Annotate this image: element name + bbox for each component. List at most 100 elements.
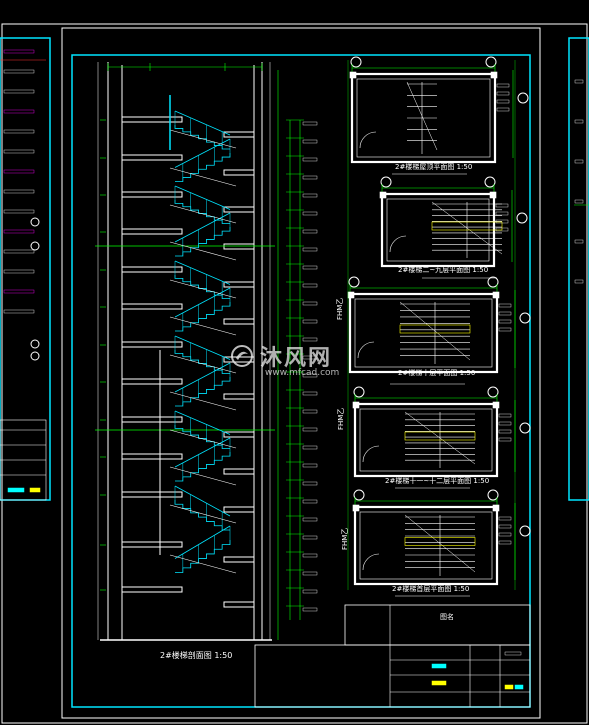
left-sheet-text-stub-8: [3, 209, 35, 214]
landing-slab-right-5: [223, 318, 255, 325]
stair-slab-outline-0: [169, 129, 237, 149]
section-level-text-stub: [302, 373, 318, 378]
section-level-text-stub: [302, 571, 318, 576]
left-sheet-bubble-3: [30, 351, 40, 361]
title-block-yellow-swatch: [431, 680, 447, 686]
plan-door-swing-1: [389, 235, 407, 253]
plan-column-r-1: [489, 191, 497, 199]
section-level-text-stub: [302, 175, 318, 180]
plan-note-stub-3-2: [498, 429, 512, 434]
left-sheet-frame: [0, 37, 51, 501]
stair-flight-3-handrail: [174, 212, 231, 243]
plan-door-swing-0: [359, 131, 377, 149]
section-level-text-stub: [302, 391, 318, 396]
section-level-text-stub: [302, 121, 318, 126]
title-block-small-yellow: [504, 684, 514, 690]
stair-flight-11-handrail: [174, 525, 231, 559]
plan-walls-inner-2: [354, 298, 493, 368]
title-block-label: 图名: [440, 613, 454, 621]
plan-note-stub-4-0: [498, 516, 512, 521]
landing-slab-right-0: [223, 131, 255, 138]
left-sheet-text-stub-11: [3, 269, 35, 274]
plan-walls-inner-4: [359, 511, 493, 580]
plan-door-swing-4: [362, 553, 380, 571]
stair-slab-outline-6: [169, 354, 237, 374]
stair-slab-outline-2: [169, 204, 237, 224]
plan-title-2-9-scale: 1:50: [472, 266, 489, 274]
section-level-text-stub: [302, 283, 318, 288]
plan-landing-band-2: [399, 324, 471, 334]
right-sheet-text-stub-3: [574, 199, 584, 204]
plan-break-line-4: [404, 514, 476, 573]
row-bubble-3: [519, 422, 531, 434]
stair-flight-8: [174, 425, 230, 449]
plan-note-stub-2-1: [498, 311, 512, 316]
plan-note-stub-2-3: [498, 327, 512, 332]
plan-title-10: 2#楼梯十层平面图 1:50: [398, 368, 475, 378]
plan-note-stub-0-0: [496, 83, 510, 88]
axis-bubble-right-4: [487, 489, 499, 501]
main-sheet-inner-frame: [71, 54, 531, 708]
plan-column-3: [352, 401, 360, 409]
section-level-text-stub: [302, 193, 318, 198]
plan-2: [347, 276, 531, 385]
section-level-text-stub: [302, 481, 318, 486]
watermark-brand: 沐风网: [260, 346, 333, 371]
section-level-text-stub: [302, 553, 318, 558]
plan-note-stub-2-2: [498, 319, 512, 324]
right-sheet-text-stub-1: [574, 119, 584, 124]
plan-walls-2: [348, 292, 499, 374]
plan-title-ground-text: 2#楼梯首层平面图: [392, 585, 452, 593]
plan-walls-inner-3: [359, 408, 493, 472]
floor-slab-left-3: [121, 228, 183, 235]
left-sheet-text-stub-6: [3, 169, 35, 174]
fire-door-label-3: FHM乙: [341, 527, 349, 550]
plan-break-line-2: [399, 301, 471, 361]
row-bubble-1: [516, 212, 528, 224]
axis-bubble-right-1: [484, 176, 496, 188]
plan-landing-band-4: [404, 537, 476, 546]
plan-break-line-0: [406, 81, 438, 151]
plan-title-10-scale: 1:50: [459, 369, 476, 377]
stair-flight-5: [175, 302, 231, 332]
plan-title-11-12: 2#楼梯十一~十二层平面图 1:50: [385, 476, 489, 486]
stair-flight-10-handrail: [174, 485, 231, 517]
stair-slab-outline-1: [169, 167, 237, 187]
watermark-logo-icon: [231, 345, 253, 367]
floor-slab-left-1: [121, 154, 183, 161]
plan-4: [352, 489, 531, 597]
plan-note-stub-1-1: [495, 211, 509, 216]
floor-slab-left-11: [121, 541, 183, 548]
landing-slab-right-3: [223, 243, 255, 250]
watermark: 沐风网: [230, 340, 332, 372]
title-block-top: [344, 604, 531, 646]
plan-break-line-1: [431, 201, 503, 255]
plan-door-swing-3: [362, 445, 380, 463]
left-sheet-text-stub-1: [3, 69, 35, 74]
stair-flight-7: [175, 377, 231, 407]
axis-bubble-left-0: [350, 56, 362, 68]
row-bubble-2: [519, 312, 531, 324]
plan-title-2-9: 2#楼梯二~九层平面图 1:50: [398, 265, 488, 275]
right-sheet-text-stub-2: [574, 159, 584, 164]
section-level-text-stub: [302, 157, 318, 162]
floor-slab-left-0: [121, 116, 183, 123]
floor-slab-left-10: [121, 491, 183, 498]
stair-flight-4: [174, 275, 230, 299]
axis-bubble-left-2: [348, 276, 360, 288]
axis-bubble-right-3: [487, 386, 499, 398]
plan-note-stub-1-0: [495, 203, 509, 208]
axis-bubble-left-1: [380, 176, 392, 188]
stair-slab-outline-9: [169, 466, 237, 486]
stair-flight-2-handrail: [174, 185, 231, 210]
plan-note-stub-4-1: [498, 524, 512, 529]
plan-title-10-text: 2#楼梯十层平面图: [398, 369, 458, 377]
section-level-text-stub: [302, 301, 318, 306]
stair-slab-outline-8: [169, 429, 237, 449]
floor-slab-left-6: [121, 341, 183, 348]
stair-flight-4-handrail: [174, 260, 231, 285]
landing-slab-right-12: [223, 601, 255, 608]
title-block-small-cyan: [514, 684, 524, 690]
stair-section-drawing: [95, 62, 318, 641]
